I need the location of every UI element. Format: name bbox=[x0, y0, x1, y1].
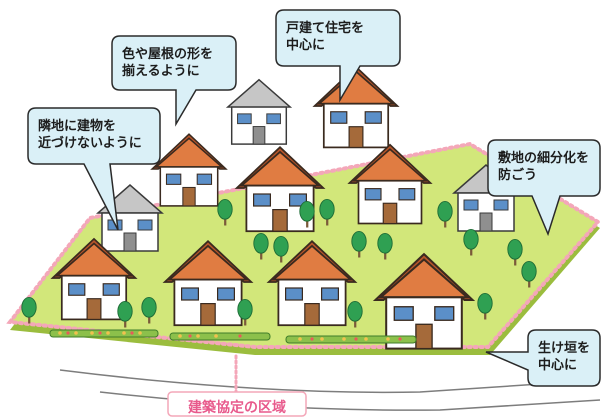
house-orange bbox=[151, 133, 227, 207]
callout-uniform-design bbox=[111, 35, 237, 127]
callout-no-subdivision bbox=[487, 139, 601, 237]
callout-uniform-design-text: 色や屋根の形を 揃えるように bbox=[122, 47, 214, 79]
callout-hedges-text: 生け垣を 中心に bbox=[538, 341, 591, 373]
callout-no-subdivision-text: 敷地の細分化を 防ごう bbox=[498, 151, 590, 183]
callout-detached-houses-text: 戸建て住宅を 中心に bbox=[286, 21, 365, 53]
flower-beds bbox=[49, 329, 417, 344]
callout-detached-houses bbox=[275, 9, 401, 103]
callout-hedges bbox=[485, 329, 601, 387]
area-label-pointer bbox=[167, 354, 307, 417]
callout-setback-text: 隣地に建物を 近づけないように bbox=[38, 119, 142, 151]
house-orange bbox=[313, 66, 399, 149]
road bbox=[59, 369, 601, 411]
house-gray bbox=[227, 79, 291, 145]
area-label: 建築協定の区域 bbox=[188, 400, 286, 416]
callout-setback bbox=[27, 107, 161, 231]
